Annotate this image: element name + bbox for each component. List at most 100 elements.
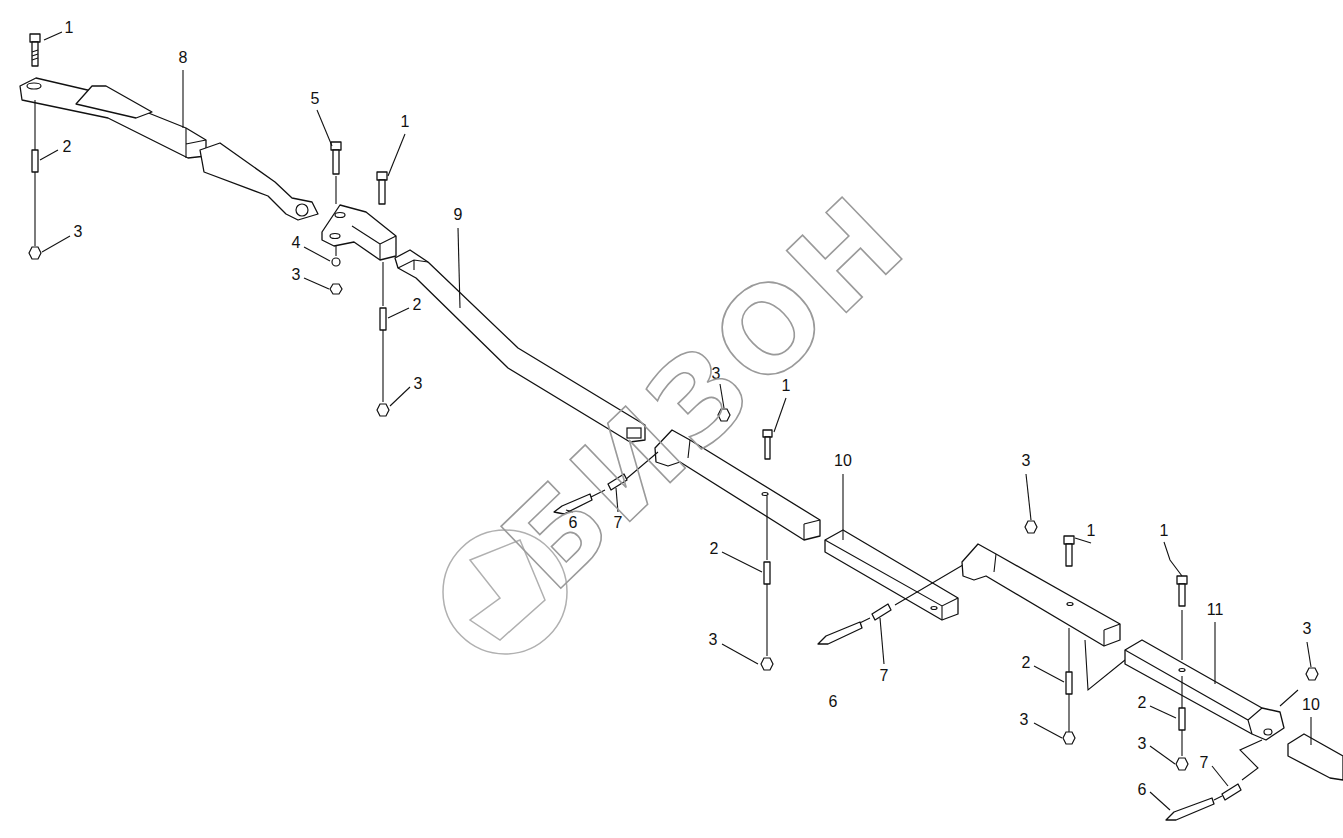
leader-lines: [1212, 766, 1228, 786]
callout-number: 3: [1020, 452, 1033, 470]
callout-number: 10: [1300, 696, 1322, 714]
pin: [380, 308, 386, 330]
callout-number: 7: [1198, 754, 1211, 772]
leader-lines: [1307, 642, 1311, 667]
leader-lines: [390, 387, 410, 406]
callout-number: 2: [411, 296, 424, 314]
bolt: [765, 437, 770, 459]
bolt: [30, 34, 40, 66]
callout-number: 3: [72, 223, 85, 241]
tube-part: [931, 607, 937, 610]
leader-lines: [1150, 792, 1170, 810]
callout-number: 3: [290, 266, 303, 284]
bolt: [1066, 544, 1072, 566]
tube-part: [1288, 734, 1343, 780]
leader-lines: [388, 134, 405, 176]
pin: [872, 604, 891, 620]
axis-line: [34, 100, 35, 246]
axis-line: [1214, 796, 1222, 800]
axis-line: [1069, 628, 1125, 732]
pin: [32, 150, 38, 172]
bolt: [32, 42, 38, 66]
leader-lines: [1214, 622, 1215, 684]
axis-line: [1182, 610, 1298, 780]
tube-part: [1264, 729, 1272, 735]
pin: [1066, 672, 1072, 694]
bolt: [30, 34, 40, 42]
leader-lines: [1034, 666, 1064, 682]
bolt: [32, 50, 38, 60]
drawbar-part: [20, 78, 318, 220]
nut: [1025, 521, 1037, 533]
leader-lines: [304, 278, 329, 289]
bolt: [1179, 584, 1185, 606]
callout-number: 5: [309, 90, 322, 108]
leader-lines: [1164, 542, 1182, 576]
bolt: [818, 622, 862, 644]
nut: [330, 284, 342, 294]
leader-lines: [182, 70, 183, 128]
callout-number: 6: [1136, 781, 1149, 799]
leader-lines: [458, 228, 460, 308]
nut: [1306, 668, 1318, 680]
bolt: [763, 430, 772, 437]
callout-number: 3: [707, 631, 720, 649]
washer: [332, 258, 340, 266]
callout-number: 3: [1136, 735, 1149, 753]
callout-number: 2: [1136, 694, 1149, 712]
callout-number: 9: [452, 206, 465, 224]
callout-number: 8: [177, 49, 190, 67]
callout-number: 1: [63, 19, 76, 37]
callout-number: 11: [1205, 601, 1226, 619]
callout-number: 6: [827, 693, 840, 711]
pin: [1179, 708, 1185, 730]
bolt: [1177, 576, 1187, 584]
leader-lines: [42, 236, 70, 252]
tube-part: [825, 530, 958, 620]
clevis-block: [335, 213, 345, 218]
callout-number: 2: [1020, 654, 1033, 672]
bolt: [331, 142, 341, 150]
tube-part: [1125, 640, 1284, 740]
leader-lines: [304, 247, 330, 261]
tube-part: [962, 544, 1120, 646]
drawbar-part: [27, 83, 41, 89]
beam-part: [762, 493, 768, 496]
nut: [377, 404, 389, 416]
tube-part: [1067, 603, 1073, 606]
drawbar-part: [76, 86, 152, 118]
bolt: [1064, 536, 1074, 544]
leader-lines: [1150, 706, 1176, 718]
clevis-block: [322, 205, 396, 260]
drawbar-part: [200, 143, 318, 220]
leader-lines: [317, 110, 332, 146]
clevis-block: [330, 234, 340, 239]
leader-lines: [842, 474, 843, 540]
clevis-block: [322, 205, 396, 260]
callout-number: 2: [61, 138, 74, 156]
bolt: [377, 172, 387, 180]
leader-lines: [1150, 746, 1175, 764]
leader-lines: [388, 308, 409, 318]
callout-number: 10: [832, 452, 854, 470]
leader-lines: [1034, 723, 1062, 738]
tube-part: [1125, 650, 1262, 734]
axis-line: [336, 176, 383, 402]
leader-lines: [1310, 717, 1311, 745]
callout-number: 2: [708, 540, 721, 558]
bolt: [379, 180, 385, 204]
pin: [1222, 784, 1241, 800]
leader-lines: [722, 552, 762, 572]
nut: [29, 247, 41, 259]
leader-lines: [722, 644, 758, 664]
leader-lines: [40, 150, 58, 160]
callout-number: 1: [399, 113, 412, 131]
leader-lines: [880, 618, 884, 664]
callout-number: 4: [290, 234, 303, 252]
bolt: [333, 150, 339, 174]
nut: [1176, 758, 1188, 770]
bolt: [1166, 798, 1214, 820]
tube-part: [994, 554, 1120, 646]
tube-part: [962, 544, 1120, 646]
nut: [761, 658, 773, 670]
